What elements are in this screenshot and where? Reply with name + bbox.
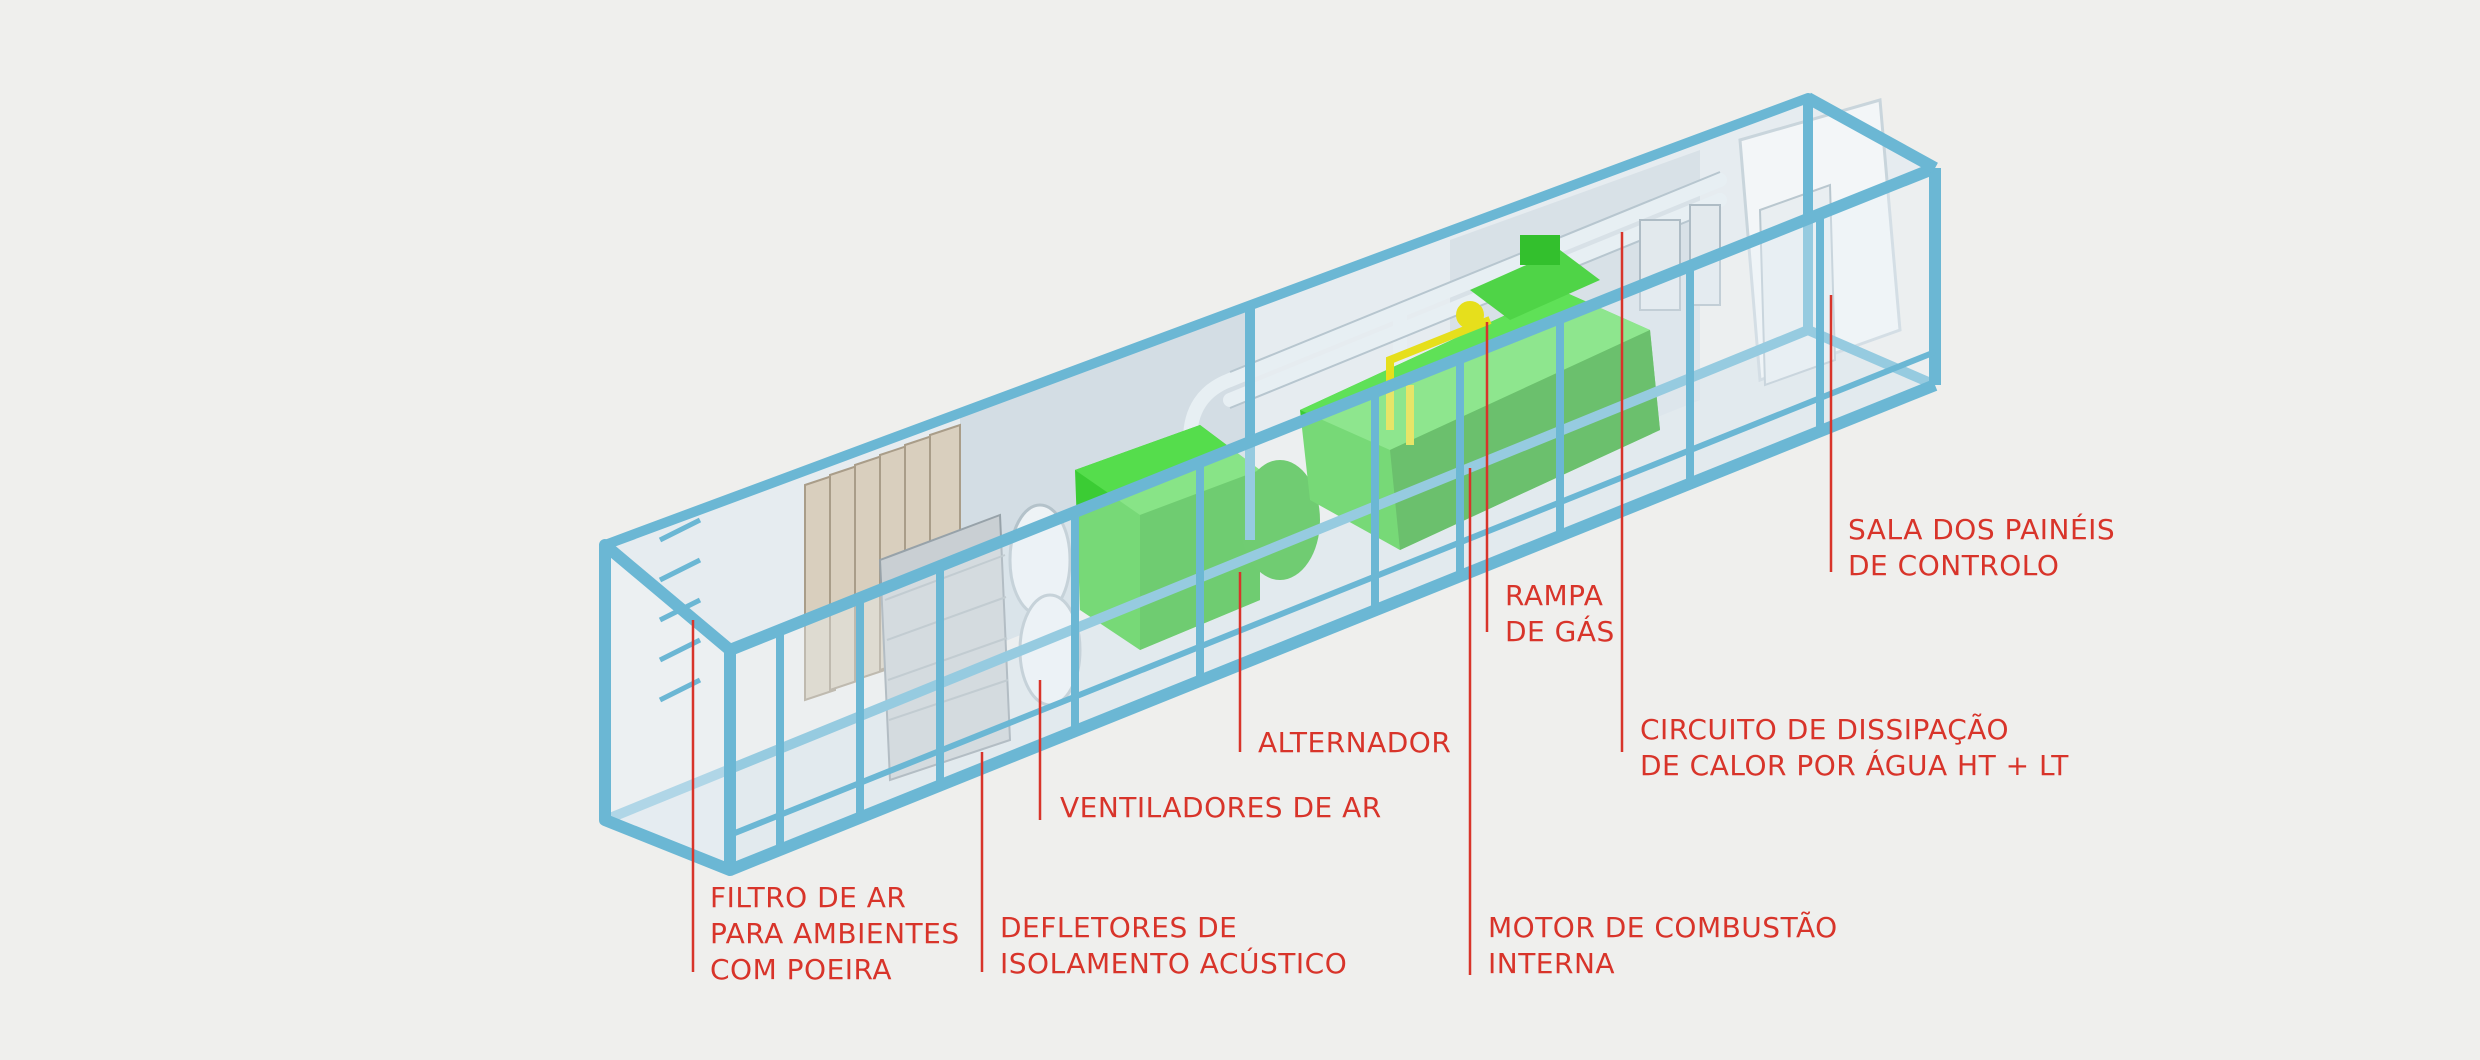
gas-ramp: [1386, 301, 1492, 445]
container-front-glass: [730, 168, 1935, 870]
label-alternator: ALTERNADOR: [1258, 726, 1452, 759]
label-deflectors: DEFLETORES DE ISOLAMENTO ACÚSTICO: [1000, 911, 1348, 980]
exhaust-piping: [1183, 173, 1727, 447]
label-engine: MOTOR DE COMBUSTÃO INTERNA: [1488, 911, 1838, 980]
leader-lines: [691, 232, 1833, 975]
label-fans: VENTILADORES DE AR: [1060, 791, 1382, 824]
label-control-room: SALA DOS PAINÉIS DE CONTROLO: [1848, 513, 2116, 582]
label-gas-ramp: RAMPA DE GÁS: [1505, 579, 1615, 648]
label-cooling: CIRCUITO DE DISSIPAÇÃO DE CALOR POR ÁGUA…: [1640, 713, 2069, 782]
label-air-filter: FILTRO DE AR PARA AMBIENTES COM POEIRA: [710, 881, 960, 986]
